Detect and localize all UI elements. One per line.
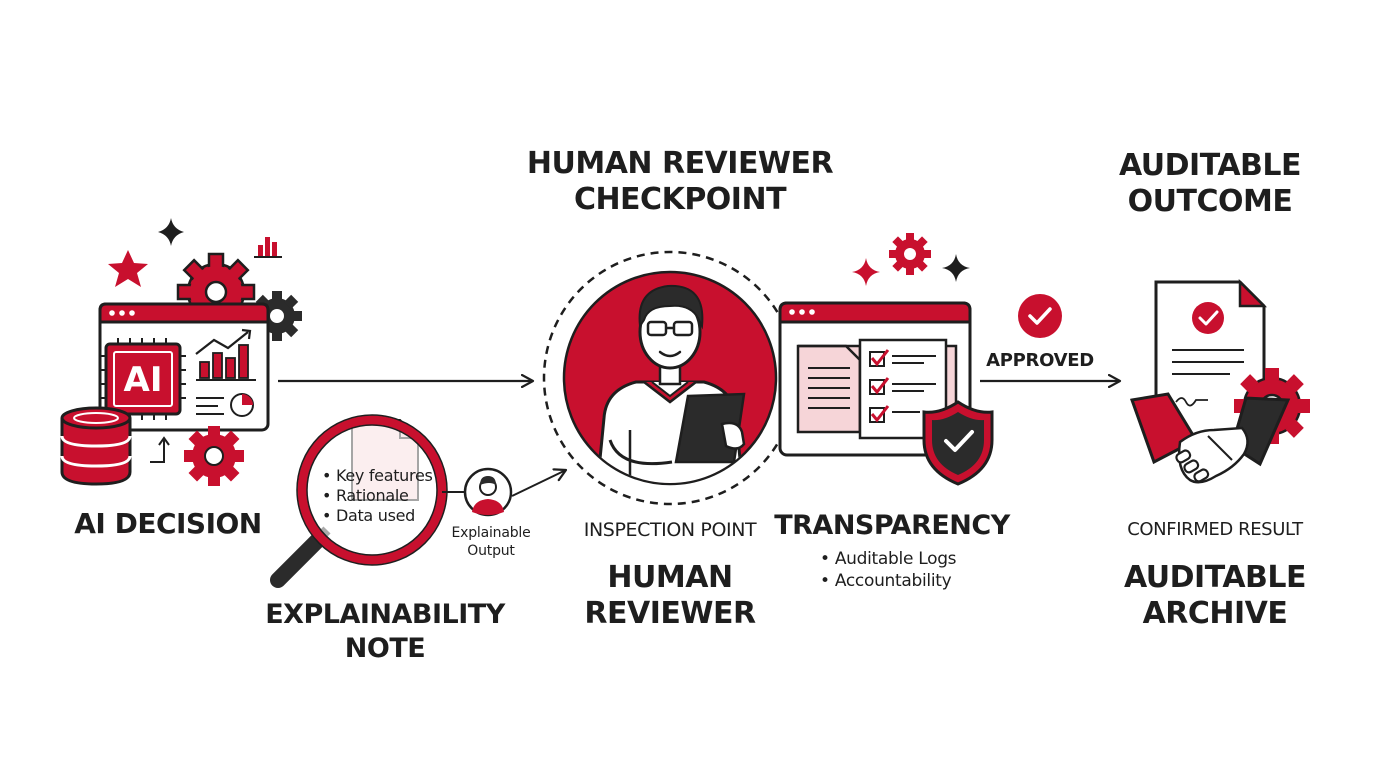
gear-icon: [889, 233, 931, 275]
auditable-archive-label: AUDITABLE ARCHIVE: [1090, 560, 1340, 632]
bar-chart-icon: [254, 237, 282, 258]
database-icon: [60, 406, 132, 486]
explainable-output-line2: Output: [467, 543, 515, 559]
human-reviewer-line2: REVIEWER: [584, 596, 756, 631]
transparency-title: TRANSPARENCY: [774, 510, 1010, 541]
archive-line2: ARCHIVE: [1142, 596, 1288, 631]
person-icon: [463, 467, 513, 517]
checkpoint-title-line2: CHECKPOINT: [573, 182, 787, 217]
archive-line1: AUDITABLE: [1123, 560, 1307, 595]
outcome-title-line2: OUTCOME: [1127, 184, 1293, 219]
gear-icon: [184, 426, 244, 486]
bullet-key-features: Key features: [322, 466, 433, 486]
shield-check-icon: [922, 400, 994, 486]
ai-badge: AI: [123, 360, 163, 400]
checkpoint-title: HUMAN REVIEWER CHECKPOINT: [500, 146, 860, 218]
ai-decision-label: AI DECISION: [74, 507, 262, 540]
human-reviewer-label: HUMAN REVIEWER: [560, 560, 780, 632]
person-icon: [594, 284, 746, 483]
checkpoint-title-line1: HUMAN REVIEWER: [526, 146, 834, 181]
ai-chip-icon: [100, 338, 186, 420]
tablet-icon: [674, 392, 746, 464]
handshake-icon: [1129, 392, 1291, 484]
star-icon: [108, 250, 148, 287]
check-circle-icon: [1018, 294, 1062, 338]
explainable-output-line1: Explainable: [451, 525, 531, 541]
inspection-point-label: INSPECTION POINT: [583, 519, 757, 541]
sparkle-icon: [852, 258, 880, 286]
reviewer-illustration: [542, 250, 798, 506]
bullet-data-used: Data used: [322, 506, 433, 526]
bullet-rationale: Rationale: [322, 486, 433, 506]
explainability-title-line1: EXPLAINABILITY: [265, 599, 505, 630]
bullet-accountability: Accountability: [820, 570, 956, 592]
explainable-output-label: Explainable Output: [436, 524, 546, 560]
sparkle-icon: [158, 218, 184, 246]
confirmed-result-label: CONFIRMED RESULT: [1127, 519, 1303, 540]
bullet-auditable-logs: Auditable Logs: [820, 548, 957, 570]
transparency-illustration: [778, 233, 994, 486]
human-reviewer-line1: HUMAN: [607, 560, 733, 595]
outcome-title-line1: AUDITABLE: [1118, 148, 1302, 183]
approved-label: APPROVED: [986, 350, 1094, 371]
auditable-outcome-title: AUDITABLE OUTCOME: [1090, 148, 1330, 220]
ai-decision-illustration: [60, 218, 302, 486]
explainability-title-line2: NOTE: [344, 633, 426, 664]
sparkle-icon: [942, 254, 970, 282]
outcome-illustration: [1129, 278, 1310, 484]
transparency-bullets: Auditable Logs Accountability: [820, 548, 957, 592]
explainability-note-title: EXPLAINABILITY NOTE: [250, 598, 520, 666]
explainability-bullets: Key features Rationale Data used: [322, 466, 433, 526]
